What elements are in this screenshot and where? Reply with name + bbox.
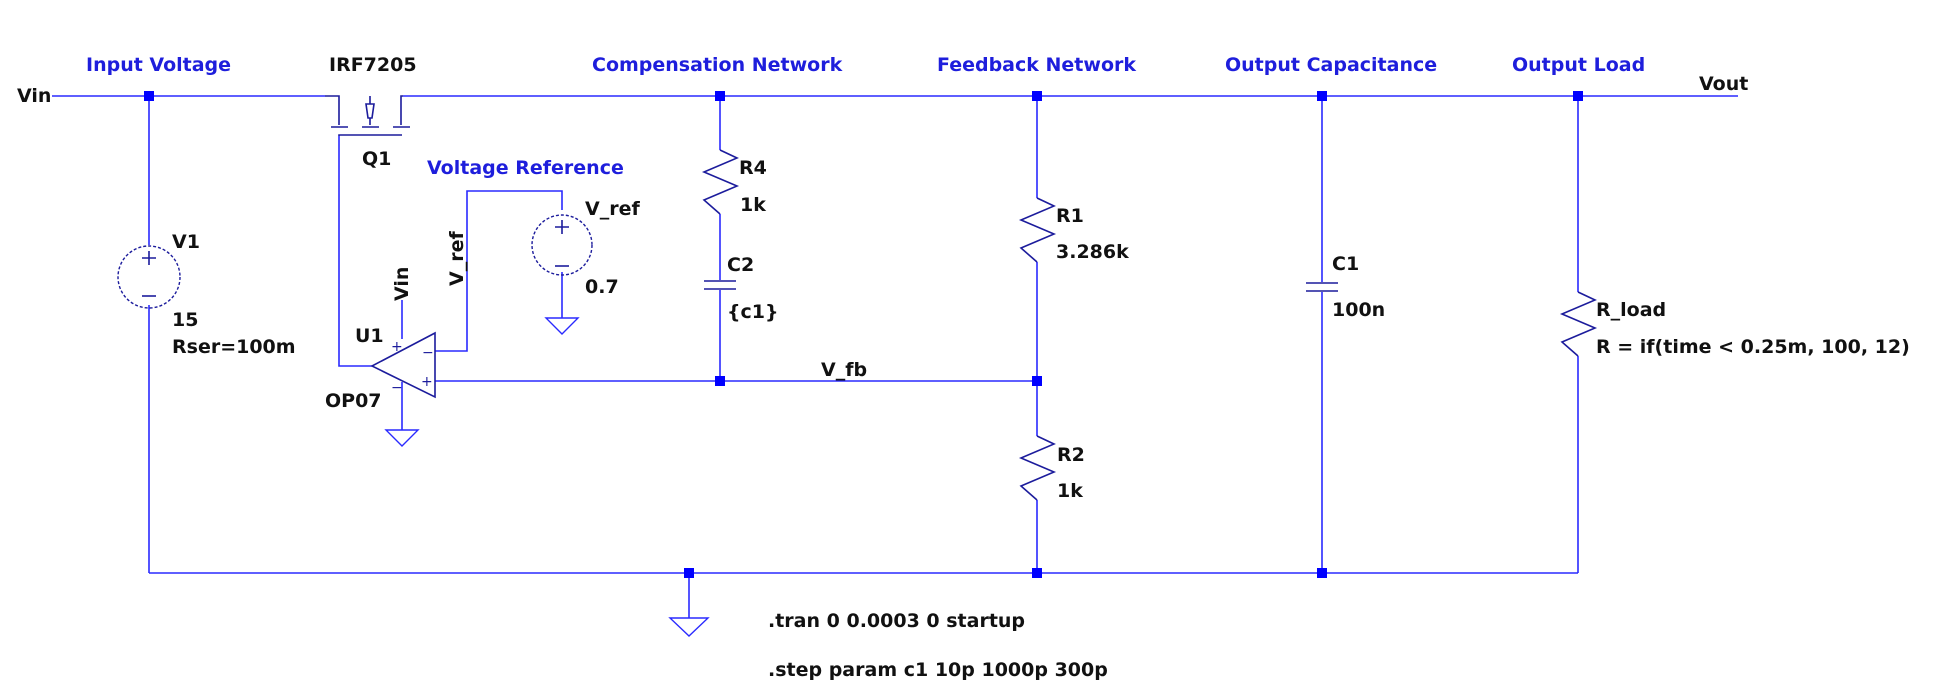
- net-label-vfb[interactable]: V_fb: [821, 359, 867, 381]
- rload-value: R = if(time < 0.25m, 100, 12): [1596, 336, 1910, 358]
- net-label-opamp-vref[interactable]: V_ref: [446, 231, 468, 286]
- junction-dot: [1573, 91, 1583, 101]
- ground-icon: [544, 317, 580, 335]
- section-label-output-capacitance: Output Capacitance: [1225, 54, 1437, 76]
- u1-model: OP07: [325, 390, 382, 412]
- junctions: [144, 91, 1583, 578]
- q1-model: IRF7205: [329, 54, 417, 76]
- capacitor-c2[interactable]: [704, 280, 736, 290]
- resistor-rload[interactable]: [1559, 291, 1598, 357]
- wires: [52, 95, 1738, 618]
- capacitor-c1[interactable]: [1306, 282, 1338, 292]
- mosfet-drain-leg: [325, 95, 340, 125]
- c2-value: {c1}: [727, 301, 779, 323]
- r4-ref: R4: [739, 157, 767, 179]
- directive-step[interactable]: .step param c1 10p 1000p 300p: [768, 659, 1108, 681]
- mosfet-gate: [338, 134, 402, 136]
- opamp-supply-plus: +: [391, 339, 403, 355]
- junction-dot: [1032, 568, 1042, 578]
- ground-icon: [384, 429, 420, 447]
- section-label-feedback-network: Feedback Network: [937, 54, 1136, 76]
- voltage-source-vref[interactable]: [531, 214, 593, 276]
- net-label-vout[interactable]: Vout: [1699, 73, 1748, 95]
- v1-extra: Rser=100m: [172, 336, 296, 358]
- section-label-compensation-network: Compensation Network: [592, 54, 843, 76]
- mosfet-source-leg: [400, 95, 403, 125]
- vref-value: 0.7: [585, 276, 619, 298]
- r2-value: 1k: [1057, 480, 1083, 502]
- opamp-pin-plus: +: [421, 374, 433, 390]
- v1-ref: V1: [172, 231, 200, 253]
- junction-dot: [684, 568, 694, 578]
- opamp-pin-minus: −: [422, 345, 434, 361]
- c1-ref: C1: [1332, 253, 1359, 275]
- ground-icon: [668, 617, 710, 637]
- junction-dot: [1032, 376, 1042, 386]
- opamp-u1[interactable]: − + + −: [370, 331, 436, 399]
- resistor-r4[interactable]: [701, 149, 740, 215]
- wire-gate-drive[interactable]: [338, 136, 372, 367]
- v1-value: 15: [172, 309, 198, 331]
- r1-value: 3.286k: [1056, 241, 1129, 263]
- r2-ref: R2: [1057, 444, 1085, 466]
- wire-vref-net[interactable]: [435, 190, 563, 352]
- resistor-zigzag: [1559, 291, 1598, 357]
- junction-dot: [1032, 91, 1042, 101]
- resistor-zigzag: [1018, 197, 1057, 263]
- section-label-input-voltage: Input Voltage: [86, 54, 231, 76]
- r1-ref: R1: [1056, 205, 1084, 227]
- vref-ref: V_ref: [585, 198, 640, 220]
- mosfet-body-arrow: [365, 96, 375, 125]
- q1-ref: Q1: [362, 148, 391, 170]
- source-circle: [531, 214, 593, 276]
- plus-sign-icon: [142, 251, 156, 265]
- mosfet-q1[interactable]: [325, 95, 410, 136]
- net-label-vin[interactable]: Vin: [17, 85, 51, 107]
- opamp-triangle: [370, 331, 436, 399]
- junction-dot: [715, 91, 725, 101]
- section-label-output-load: Output Load: [1512, 54, 1645, 76]
- junction-dot: [715, 376, 725, 386]
- r4-value: 1k: [740, 194, 766, 216]
- resistor-zigzag: [1018, 435, 1057, 501]
- opamp-supply-minus: −: [391, 380, 403, 396]
- source-circle: [117, 245, 181, 309]
- section-label-voltage-reference: Voltage Reference: [427, 157, 624, 179]
- junction-dot: [144, 91, 154, 101]
- resistor-r2[interactable]: [1018, 435, 1057, 501]
- net-label-opamp-vin[interactable]: Vin: [391, 267, 413, 301]
- plus-sign-icon: [555, 220, 569, 234]
- junction-dot: [1317, 568, 1327, 578]
- voltage-source-v1[interactable]: [117, 245, 181, 309]
- rload-ref: R_load: [1596, 299, 1666, 321]
- directive-tran[interactable]: .tran 0 0.0003 0 startup: [768, 610, 1025, 632]
- u1-ref: U1: [355, 325, 384, 347]
- resistor-zigzag: [701, 149, 740, 215]
- c2-ref: C2: [727, 254, 754, 276]
- resistor-r1[interactable]: [1018, 197, 1057, 263]
- junction-dot: [1317, 91, 1327, 101]
- c1-value: 100n: [1332, 299, 1385, 321]
